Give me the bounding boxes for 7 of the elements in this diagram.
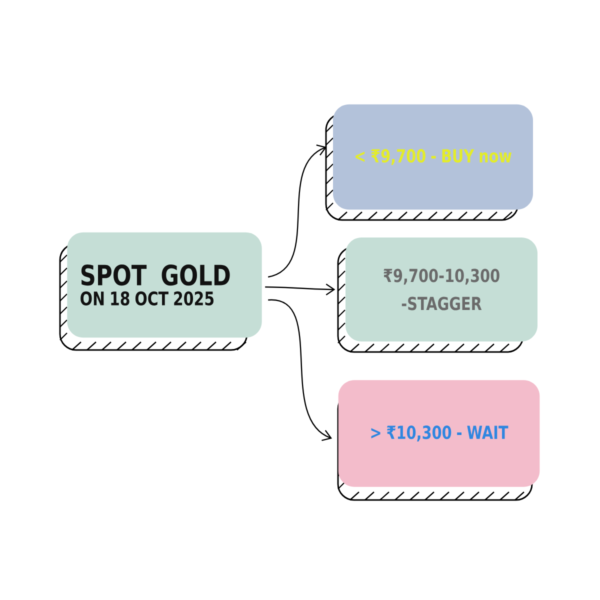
arrow: [265, 284, 336, 296]
arrow: [268, 144, 327, 278]
arrow: [268, 299, 332, 441]
rounded-box: SPOT GOLD ON 18 OCT 2025: [67, 232, 262, 338]
rounded-box: < ₹9,700 - BUY now: [333, 104, 533, 210]
rounded-box: ₹9,700-10,300 -STAGGER: [346, 238, 538, 342]
rounded-box: > ₹10,300 - WAIT: [338, 380, 540, 487]
